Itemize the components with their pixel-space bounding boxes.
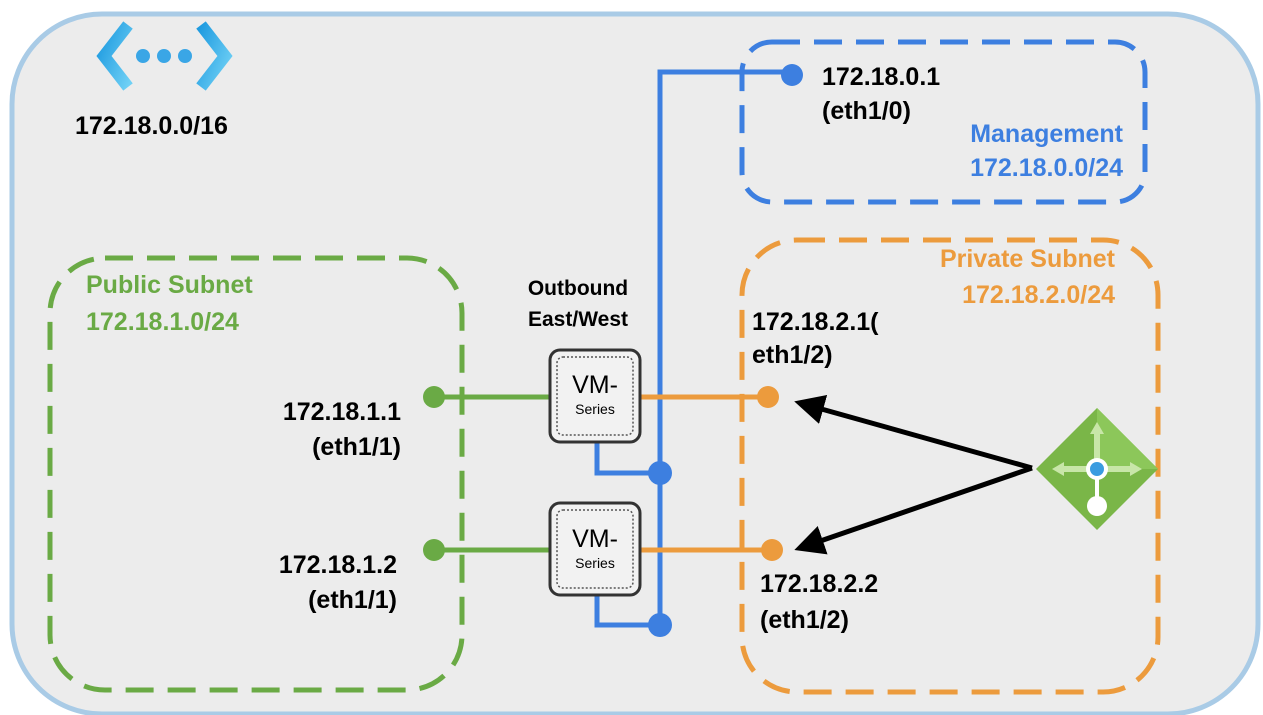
management-interface-ip: 172.18.0.1 <box>822 63 940 91</box>
public-interface-2-port: (eth1/1) <box>308 586 397 614</box>
vm2-mgmt-dot <box>648 613 672 637</box>
public-interface-2-ip: 172.18.1.2 <box>279 551 397 579</box>
vm-series-2-top: VM- <box>572 525 618 553</box>
private-subnet-box <box>739 237 1161 695</box>
vm-series-2-bottom: Series <box>575 555 615 571</box>
vm-series-1-top: VM- <box>572 371 618 399</box>
vm1-mgmt-dot <box>648 461 672 485</box>
load-balancer-icon <box>1036 408 1158 530</box>
private-subnet-cidr: 172.18.2.0/24 <box>962 281 1115 309</box>
private-interface-2-ip: 172.18.2.2 <box>760 570 878 598</box>
public-subnet-name: Public Subnet <box>86 271 253 299</box>
private-interface-1-port: eth1/2) <box>752 341 833 369</box>
management-subnet-cidr: 172.18.0.0/24 <box>970 154 1123 182</box>
management-links <box>594 64 803 637</box>
public-port-dot-1 <box>423 386 445 408</box>
management-subnet-name: Management <box>970 120 1123 148</box>
public-subnet-cidr: 172.18.1.0/24 <box>86 308 239 336</box>
vm-series-1-bottom: Series <box>575 401 615 417</box>
private-port-dot-1 <box>757 386 779 408</box>
load-balancer-arrows <box>794 395 1033 555</box>
private-interface-1-ip: 172.18.2.1( <box>752 308 879 336</box>
firewall-group-label-line2: East/West <box>528 308 628 331</box>
vnet-cidr: 172.18.0.0/16 <box>75 112 228 140</box>
private-subnet-name: Private Subnet <box>940 245 1116 273</box>
management-subnet-box <box>739 39 1148 205</box>
private-interface-2-port: (eth1/2) <box>760 606 849 634</box>
management-port-dot <box>781 64 803 86</box>
public-port-dot-2 <box>423 539 445 561</box>
public-interface-1-ip: 172.18.1.1 <box>283 398 401 426</box>
management-interface-port: (eth1/0) <box>822 97 911 125</box>
firewall-group-label-line1: Outbound <box>528 277 628 300</box>
virtual-network-icon <box>96 21 233 91</box>
private-links <box>640 386 783 561</box>
public-interface-1-port: (eth1/1) <box>312 433 401 461</box>
public-links <box>423 386 552 561</box>
vm-series-firewall-1: VM- Series <box>548 348 642 444</box>
vm-series-firewall-2: VM- Series <box>548 501 642 597</box>
private-port-dot-2 <box>761 539 783 561</box>
public-subnet-box <box>47 255 465 693</box>
